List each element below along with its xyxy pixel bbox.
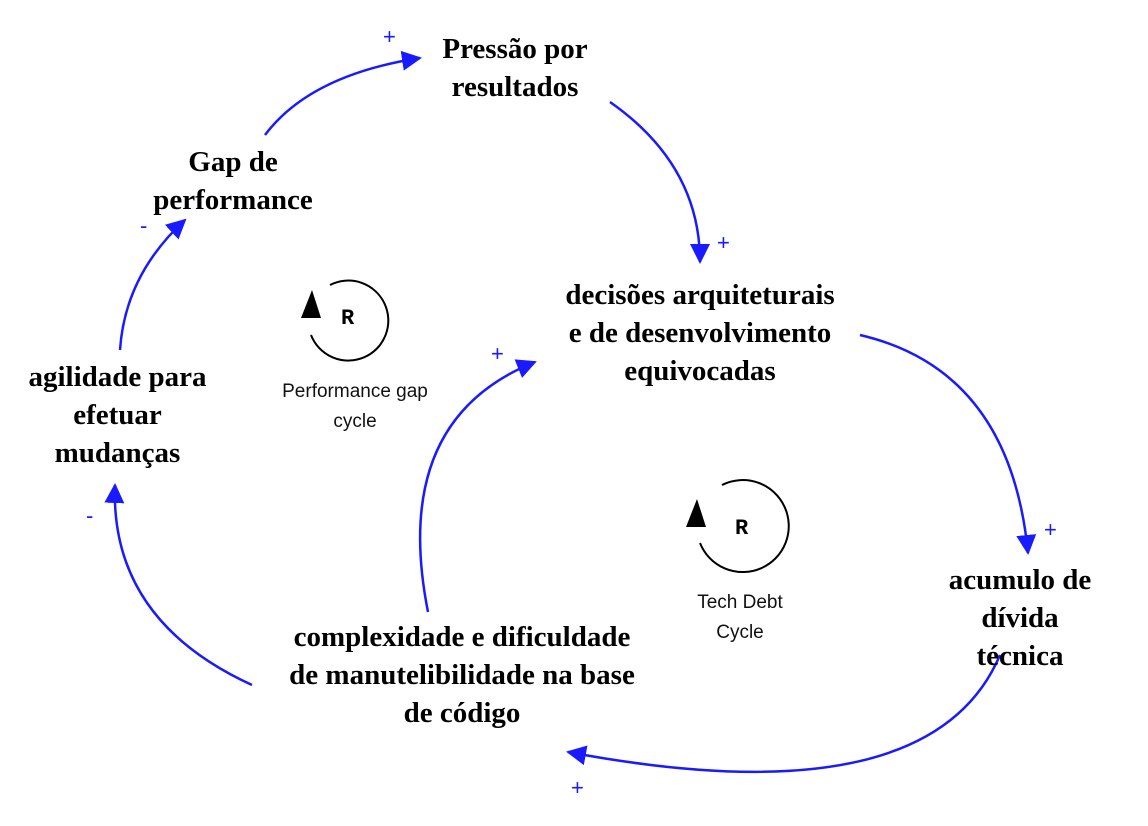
- loop-arrowhead-icon: [686, 499, 706, 527]
- node-label-line: dívida: [981, 602, 1059, 634]
- node-label-line: Pressão por: [442, 33, 588, 65]
- node-label-line: efetuar: [73, 399, 162, 431]
- link-complexidade-to-agilidade: [104, 483, 253, 687]
- loop-letter-performance: R: [341, 306, 355, 331]
- polarity-pressao-to-decisoes: +: [717, 230, 730, 255]
- node-label-line: decisões arquiteturais: [565, 279, 835, 311]
- loop-label-line: Cycle: [716, 622, 764, 643]
- link-pressao-to-decisoes: [609, 100, 710, 264]
- loop-marker-performance: R: [301, 279, 390, 362]
- loop-label-performance-gap: Performance gap cycle: [255, 377, 455, 437]
- node-acumulo-de-divida-tecnica: acumulo de dívida técnica: [940, 561, 1100, 675]
- link-acumulo-to-complexidade: [566, 654, 1002, 774]
- node-pressao-por-resultados: Pressão por resultados: [405, 30, 625, 106]
- polarity-agilidade-to-gap: -: [140, 213, 147, 238]
- node-agilidade-para-efetuar-mudancas: agilidade para efetuar mudanças: [5, 358, 230, 472]
- node-label-line: mudanças: [54, 437, 181, 469]
- loop-label-line: Performance gap: [282, 381, 428, 402]
- link-decisoes-to-acumulo: [859, 333, 1037, 555]
- node-label-line: acumulo de: [948, 564, 1092, 596]
- loop-circle-arrow: [699, 479, 790, 574]
- node-complexidade-manutenibilidade: complexidade e dificuldade de manutelibi…: [252, 618, 672, 732]
- node-label-line: técnica: [976, 640, 1064, 672]
- loop-arrowhead-icon: [301, 290, 321, 318]
- link-agilidade-to-gap: [118, 218, 187, 351]
- polarity-decisoes-to-acumulo: +: [1044, 517, 1057, 542]
- node-label-line: de manutelibilidade na base: [289, 659, 635, 691]
- node-label-line: equivocadas: [624, 355, 776, 387]
- polarity-complexidade-to-decisoes: +: [491, 341, 504, 366]
- node-gap-de-performance: Gap de performance: [133, 143, 333, 219]
- link-gap-to-pressao: [264, 50, 422, 136]
- loop-label-tech-debt: Tech Debt Cycle: [660, 588, 820, 648]
- node-label-line: complexidade e dificuldade: [293, 621, 631, 653]
- polarity-complexidade-to-agilidade: -: [86, 503, 93, 528]
- node-label-line: Gap de: [188, 146, 278, 178]
- polarity-gap-to-pressao: +: [383, 24, 396, 49]
- node-label-line: agilidade para: [28, 361, 207, 393]
- loop-label-line: Tech Debt: [697, 592, 783, 613]
- loop-circle-arrow: [310, 279, 390, 362]
- node-label-line: de código: [403, 697, 521, 729]
- loop-marker-techdebt: R: [686, 479, 790, 574]
- polarity-acumulo-to-complexidade: +: [571, 775, 584, 800]
- node-label-line: e de desenvolvimento: [568, 317, 832, 349]
- node-label-line: performance: [153, 184, 313, 216]
- loop-label-line: cycle: [333, 411, 377, 432]
- node-label-line: resultados: [451, 71, 579, 103]
- link-complexidade-to-decisoes: [418, 359, 537, 613]
- loop-letter-techdebt: R: [735, 516, 749, 541]
- node-decisoes-arquiteturais: decisões arquiteturais e de desenvolvime…: [535, 276, 865, 390]
